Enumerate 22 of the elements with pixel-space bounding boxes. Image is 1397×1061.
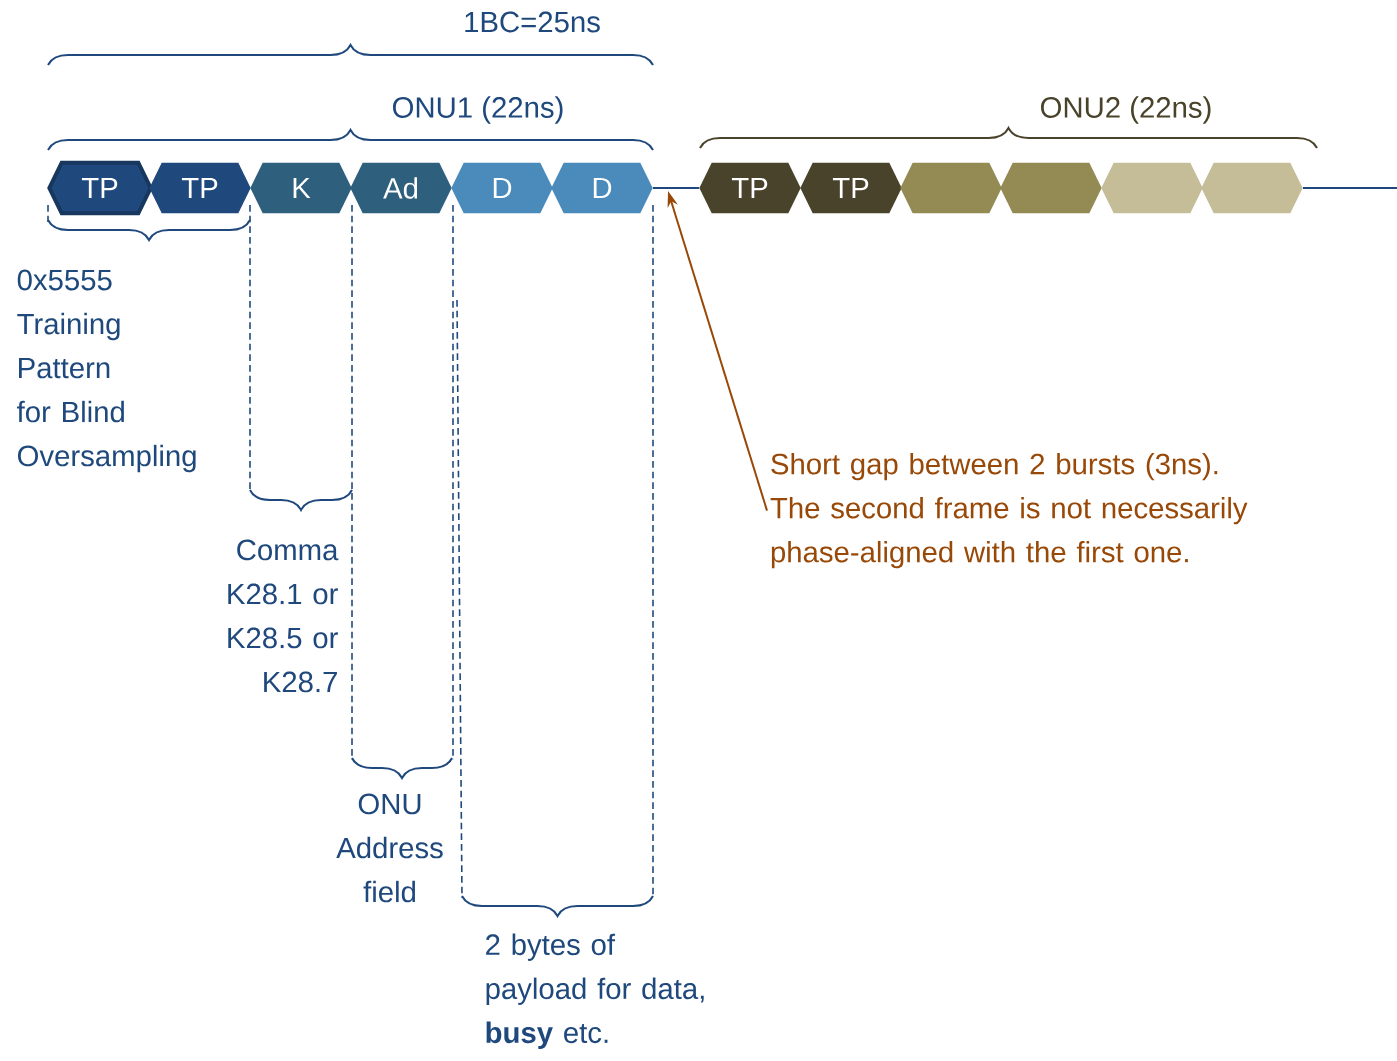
label-text: ONU Address field [336,793,443,903]
hexagon-box: K [250,162,352,214]
hexagon-box: TP [699,162,801,214]
label-text: 2 bytes of payload for data, busy etc. [486,933,704,1049]
hexagon-box: TP [800,162,902,214]
hexagon-box: TP [47,160,153,216]
label-text: ONU1 (22ns) [393,96,563,124]
hexagon-box: D [551,162,653,214]
label-text: 0x5555 Training Pattern for Blind Oversampling [17,269,196,473]
hexagon-box [900,162,1002,214]
label-text: Comma K28.1 or K28.5 or K28.7 [228,539,339,693]
timeline-line [651,187,701,189]
hexagon-box: Ad [350,162,452,214]
hexagon-box [1201,162,1303,214]
hexagon-box [1101,162,1203,214]
hexagon-box: TP [149,162,251,214]
note-text: Short gap between 2 bursts (3ns). The second frame is not necessarily phase-aligned with the first one. [770,452,1248,569]
label-text: ONU2 (22ns) [1041,96,1211,124]
label-text: 1BC=25ns [465,11,600,33]
hexagon-box: D [451,162,553,214]
hexagon-box [1000,162,1102,214]
timeline-line [1301,187,1397,189]
